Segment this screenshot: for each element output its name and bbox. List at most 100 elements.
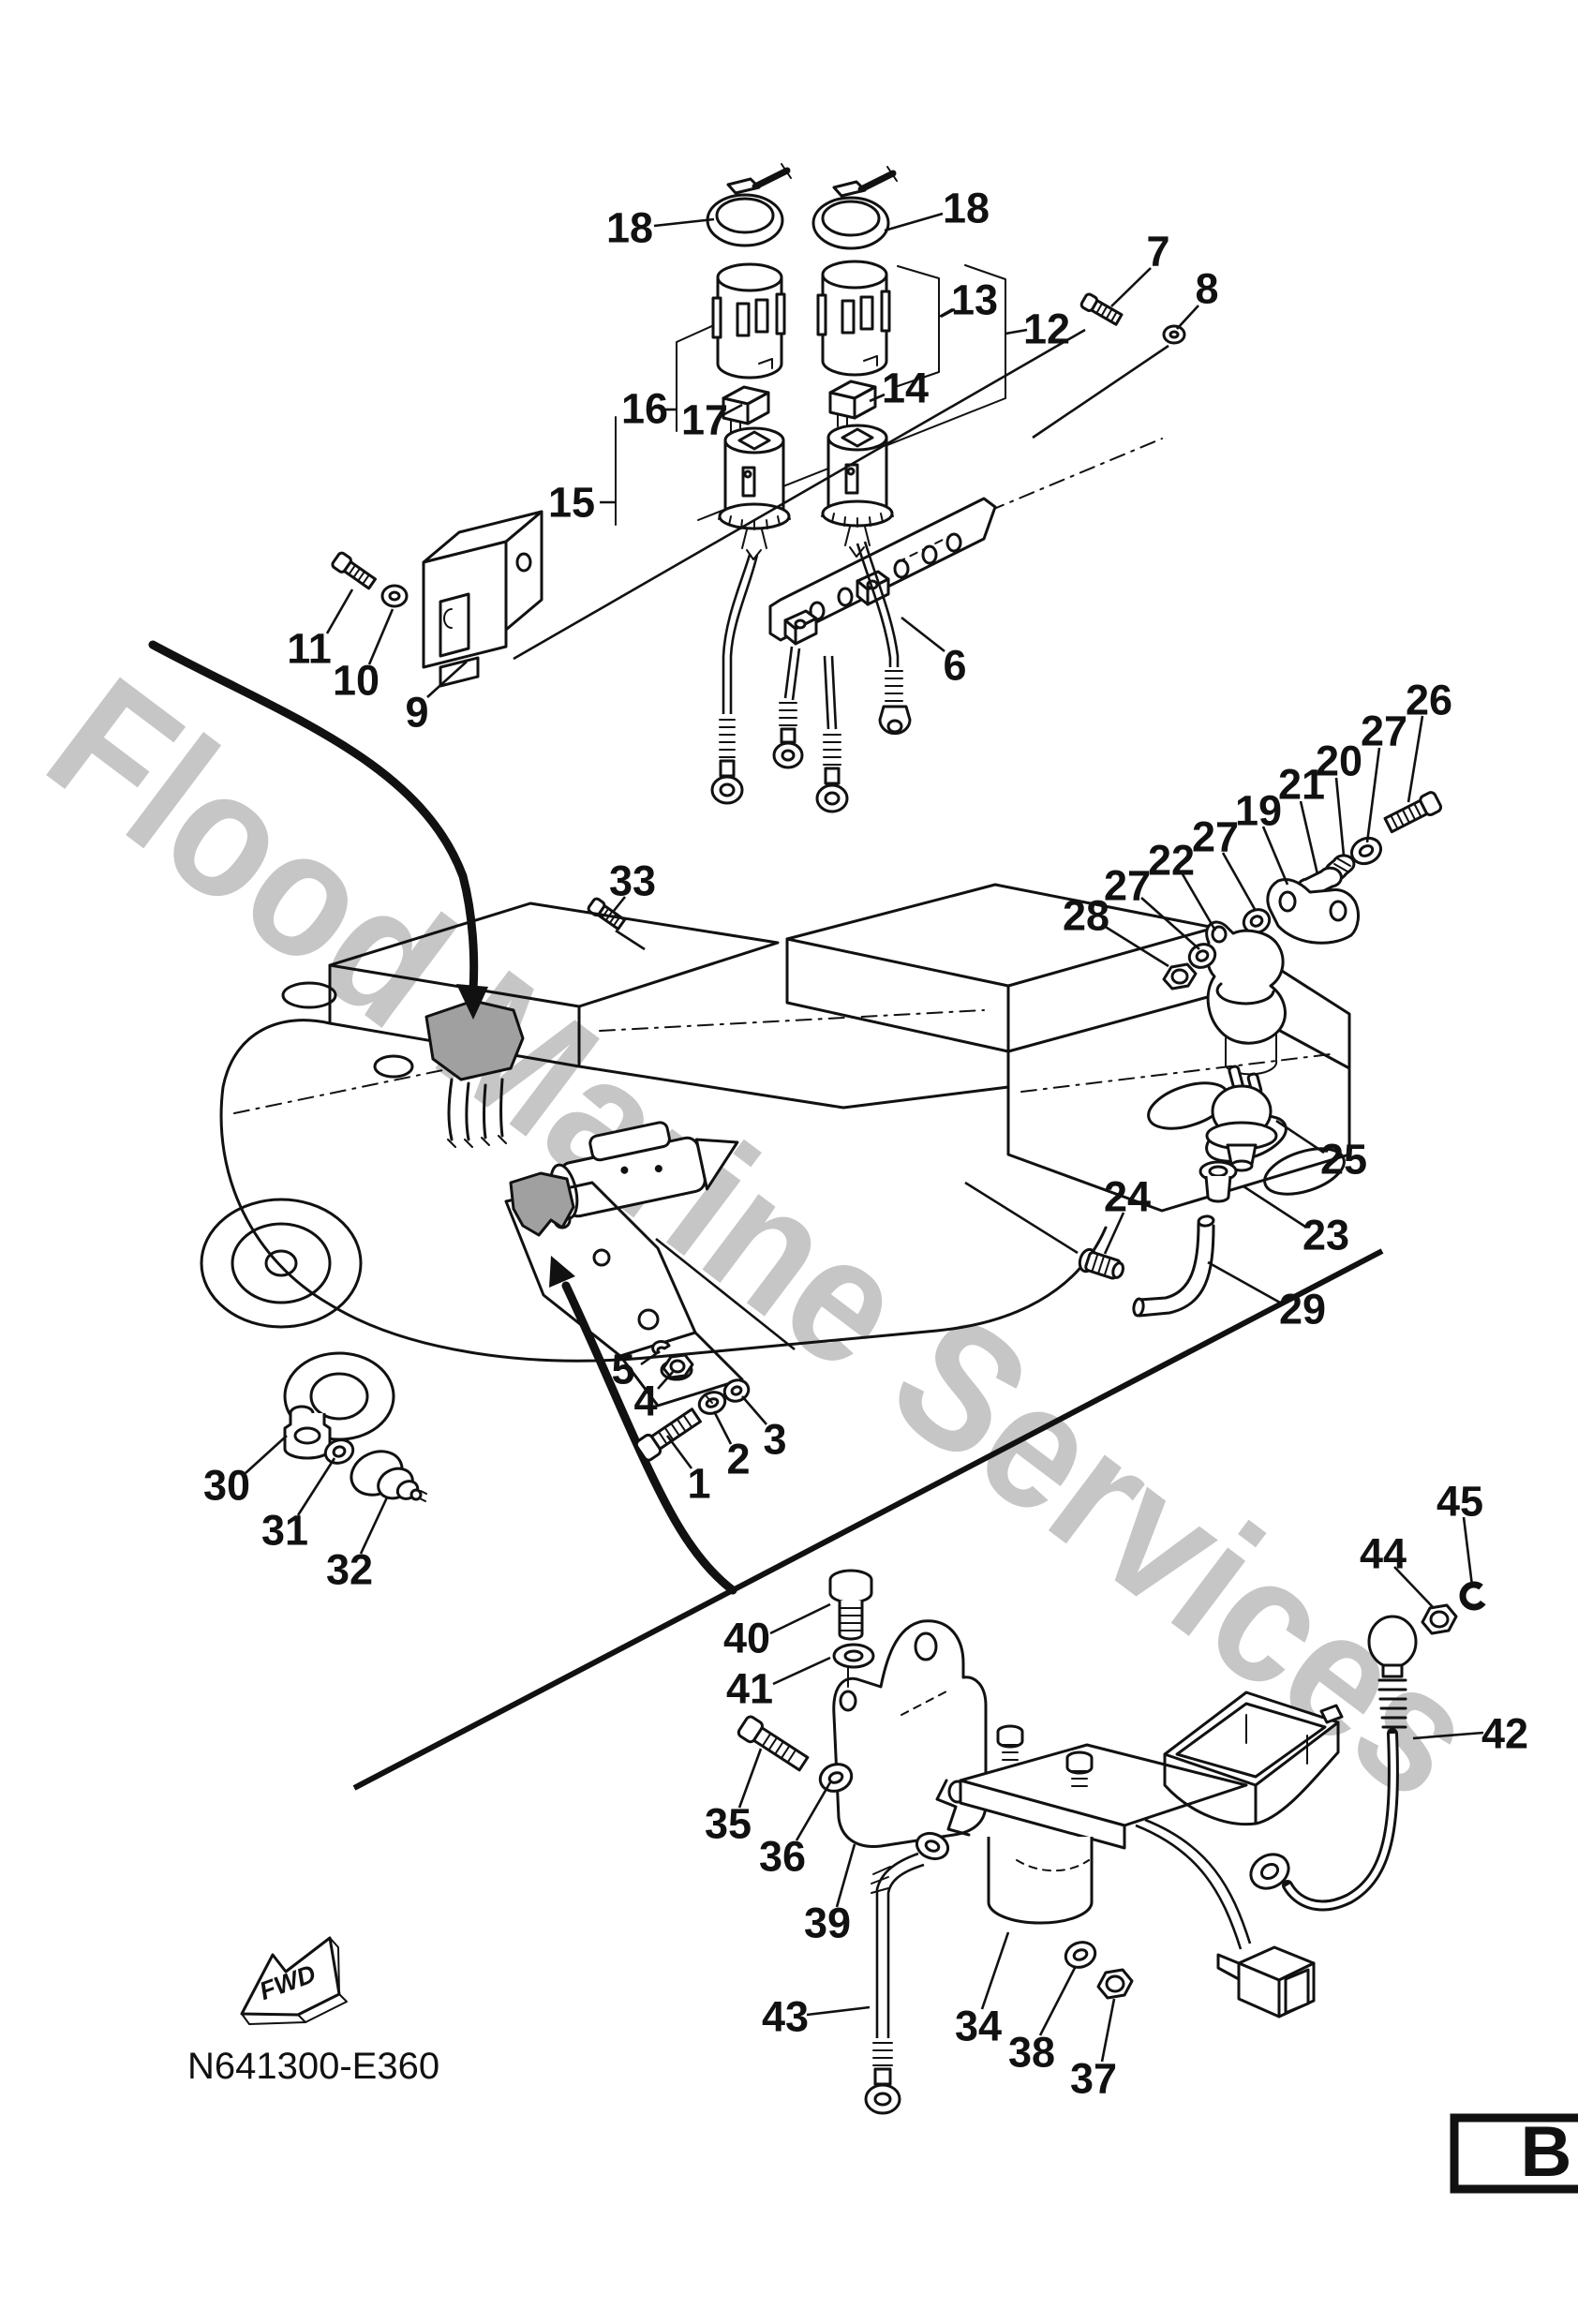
screw-7 xyxy=(1079,292,1124,326)
reference-line-4 xyxy=(655,1237,796,1351)
part-callout-24: 24 xyxy=(1104,1173,1151,1221)
part-callout-27: 27 xyxy=(1192,813,1239,861)
coil-connector-14 xyxy=(828,380,877,430)
part-callout-35: 35 xyxy=(705,1800,752,1848)
washer-27b xyxy=(1242,908,1272,934)
leader-line-44 xyxy=(1393,1566,1435,1609)
spark-plug-boot-left xyxy=(718,426,791,560)
screw-11 xyxy=(331,551,377,590)
page-letter-box: B xyxy=(1450,2112,1578,2194)
part-callout-16: 16 xyxy=(621,385,668,433)
leader-line-25 xyxy=(1275,1119,1325,1155)
leader-line-4 xyxy=(657,1371,674,1390)
part-callout-21: 21 xyxy=(1278,761,1325,809)
reference-line-2 xyxy=(615,929,646,951)
part-callout-3: 3 xyxy=(763,1416,786,1464)
leader-line-27 xyxy=(1365,747,1381,843)
reference-line-1 xyxy=(513,328,1086,661)
engine-block xyxy=(200,883,1351,1441)
leader-line-13 xyxy=(940,307,956,319)
part-callout-14: 14 xyxy=(882,365,929,412)
leader-line-18 xyxy=(653,217,715,228)
part-callout-39: 39 xyxy=(804,1899,851,1947)
washer-27c xyxy=(1187,943,1217,969)
leader-line-39 xyxy=(835,1843,856,1908)
ignition-coil-left xyxy=(711,262,786,380)
leader-line-7 xyxy=(1110,267,1152,307)
part-callout-45: 45 xyxy=(1437,1478,1483,1526)
bracket-19 xyxy=(1266,878,1360,945)
bolt-1 xyxy=(634,1408,702,1462)
leader-line-19 xyxy=(1261,826,1289,886)
reference-lines xyxy=(513,328,1169,1351)
leader-line-17 xyxy=(723,403,743,416)
part-callout-10: 10 xyxy=(333,657,380,705)
fitting-24 xyxy=(1078,1247,1124,1280)
relay-bolt xyxy=(1065,1750,1094,1787)
part-callout-7: 7 xyxy=(1146,228,1169,276)
leader-line-35 xyxy=(737,1748,763,1809)
sender-25 xyxy=(1205,1065,1278,1172)
leader-line-2 xyxy=(712,1410,733,1445)
cdi-unit-9 xyxy=(422,510,543,688)
washer-27a xyxy=(1349,836,1383,866)
part-callout-32: 32 xyxy=(326,1546,373,1594)
bolt-40 xyxy=(828,1569,873,1641)
part-callout-27: 27 xyxy=(1104,862,1151,910)
bolt-35 xyxy=(737,1715,810,1772)
page-letter: B xyxy=(1521,2112,1572,2192)
battery-cable-42 xyxy=(1249,1615,1418,1912)
washer-10 xyxy=(380,584,409,608)
part-callout-38: 38 xyxy=(1008,2029,1055,2077)
part-callout-13: 13 xyxy=(951,276,998,324)
coil-lead-wires xyxy=(710,541,912,813)
leader-line-42 xyxy=(1412,1731,1484,1740)
fitting-30 xyxy=(283,1405,332,1460)
part-callout-8: 8 xyxy=(1195,265,1218,313)
leader-line-21 xyxy=(1299,800,1319,875)
square-nut xyxy=(856,570,890,606)
part-callout-19: 19 xyxy=(1235,787,1282,835)
part-callout-4: 4 xyxy=(633,1378,657,1425)
reference-line-3 xyxy=(964,1181,1079,1255)
leader-line-27 xyxy=(1221,852,1258,912)
leader-lines xyxy=(245,212,1484,2063)
bolt-26 xyxy=(1383,791,1443,834)
relay-bolt xyxy=(996,1724,1024,1761)
leader-line-18 xyxy=(884,212,944,232)
part-callout-17: 17 xyxy=(681,396,728,444)
leader-line-31 xyxy=(296,1457,336,1516)
part-callout-41: 41 xyxy=(726,1665,773,1713)
part-callout-22: 22 xyxy=(1148,837,1195,885)
bracket-39 xyxy=(832,1619,988,1848)
part-callout-30: 30 xyxy=(203,1462,250,1510)
starter-relay-34 xyxy=(935,1724,1316,2019)
artwork-layer: FWD B N641300-E360 xyxy=(148,163,1578,2194)
part-callout-1: 1 xyxy=(687,1460,710,1508)
fwd-arrow-icon: FWD xyxy=(240,1936,348,2025)
part-callout-34: 34 xyxy=(955,2003,1002,2050)
diagram-code: N641300-E360 xyxy=(187,2046,439,2087)
part-callout-36: 36 xyxy=(759,1833,806,1881)
reference-line-0 xyxy=(1032,344,1169,439)
lock-washer-45 xyxy=(1459,1581,1489,1611)
leader-line-41 xyxy=(772,1656,831,1686)
leader-line-1 xyxy=(665,1435,693,1469)
nut-28 xyxy=(1162,962,1198,991)
square-nut xyxy=(783,609,818,646)
leader-line-14 xyxy=(869,393,886,403)
part-callout-27: 27 xyxy=(1361,708,1407,755)
leader-line-5 xyxy=(640,1351,658,1366)
leader-line-36 xyxy=(795,1781,832,1841)
leader-line-27 xyxy=(1140,897,1200,950)
leader-line-32 xyxy=(359,1497,389,1555)
leader-line-24 xyxy=(1103,1212,1125,1255)
leader-line-26 xyxy=(1407,715,1424,803)
part-callout-37: 37 xyxy=(1070,2055,1117,2103)
leader-line-43 xyxy=(806,2005,871,2017)
clamp-22 xyxy=(1205,920,1287,1076)
leader-line-40 xyxy=(769,1602,831,1635)
